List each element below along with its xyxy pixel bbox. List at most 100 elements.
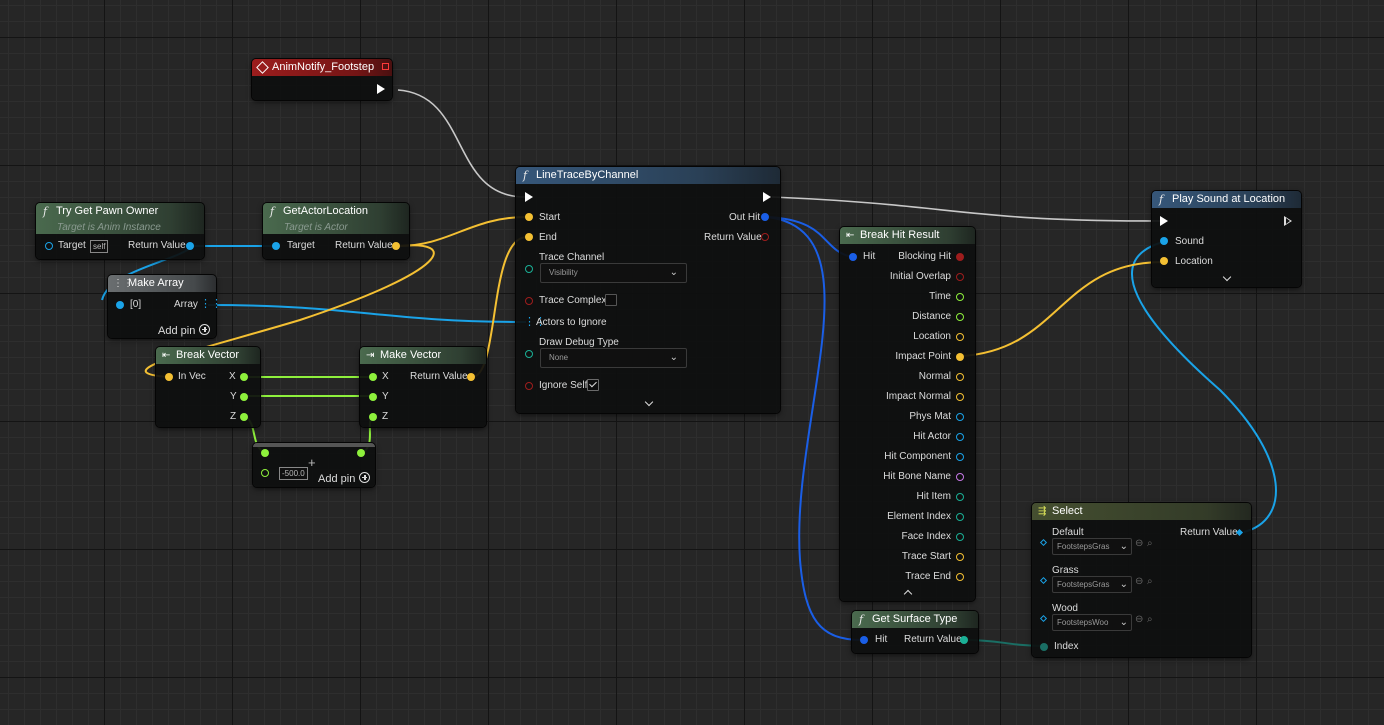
break-vector-node[interactable]: ⇤ Break Vector In Vec X Y Z — [156, 347, 260, 427]
output-pin[interactable] — [956, 433, 964, 441]
output-pin[interactable] — [956, 313, 964, 321]
output-pin[interactable] — [956, 473, 964, 481]
ignore-self-checkbox[interactable] — [587, 379, 599, 391]
output-pin[interactable] — [956, 393, 964, 401]
hit-pin[interactable] — [849, 253, 857, 261]
output-pin[interactable] — [956, 333, 964, 341]
trace-complex-checkbox[interactable] — [605, 294, 617, 306]
node-title: Break Hit Result — [860, 229, 940, 241]
return-value-pin[interactable] — [392, 242, 400, 250]
start-pin[interactable] — [525, 213, 533, 221]
x-pin[interactable] — [240, 373, 248, 381]
get-actor-location-node[interactable]: f GetActorLocation Target is Actor Targe… — [263, 203, 409, 259]
output-pin[interactable] — [956, 513, 964, 521]
output-pin[interactable] — [357, 449, 365, 457]
node-header: f LineTraceByChannel — [516, 167, 780, 184]
x-pin[interactable] — [369, 373, 377, 381]
output-pin[interactable] — [956, 573, 964, 581]
option-asset-picker[interactable]: FootstepsWoo⌄ — [1052, 614, 1132, 631]
sound-pin[interactable] — [1160, 237, 1168, 245]
option-pin[interactable] — [1039, 538, 1048, 547]
y-pin[interactable] — [240, 393, 248, 401]
target-label: Target — [287, 240, 315, 251]
item-0-pin[interactable] — [116, 301, 124, 309]
anim-notify-footstep-node[interactable]: AnimNotify_Footstep — [252, 59, 392, 100]
expand-chevron-icon[interactable] — [1222, 272, 1232, 282]
trace-complex-pin[interactable] — [525, 297, 533, 305]
output-pin[interactable] — [956, 293, 964, 301]
use-asset-icon[interactable]: ⊖ — [1135, 538, 1144, 549]
get-surface-type-node[interactable]: f Get Surface Type Hit Return Value — [852, 611, 978, 653]
output-label: Element Index — [887, 511, 951, 522]
exec-out-pin[interactable] — [377, 84, 385, 94]
use-asset-icon[interactable]: ⊖ — [1135, 614, 1144, 625]
option-pin[interactable] — [1039, 576, 1048, 585]
out-hit-label: Out Hit — [729, 212, 761, 223]
option-asset-picker[interactable]: FootstepsGras⌄ — [1052, 538, 1132, 555]
option-pin[interactable] — [1039, 614, 1048, 623]
option-asset-picker[interactable]: FootstepsGras⌄ — [1052, 576, 1132, 593]
add-pin-button[interactable]: Add pin — [158, 323, 211, 337]
try-get-pawn-owner-node[interactable]: f Try Get Pawn Owner Target is Anim Inst… — [36, 203, 204, 259]
y-label: Y — [382, 391, 389, 402]
index-pin[interactable] — [1040, 643, 1048, 651]
actors-to-ignore-pin[interactable]: ⋮⋮ — [524, 316, 546, 328]
browse-asset-icon[interactable]: ⌕ — [1147, 538, 1153, 549]
output-pin[interactable] — [956, 413, 964, 421]
option-label: Wood — [1052, 603, 1078, 614]
target-pin[interactable] — [45, 242, 53, 250]
z-pin[interactable] — [369, 413, 377, 421]
draw-debug-type-pin[interactable] — [525, 350, 533, 358]
y-pin[interactable] — [369, 393, 377, 401]
return-value-pin[interactable] — [960, 636, 968, 644]
b-value-field[interactable]: -500.0 — [279, 467, 308, 480]
location-pin[interactable] — [1160, 257, 1168, 265]
make-vector-node[interactable]: ⇥ Make Vector X Y Z Return Value — [360, 347, 486, 427]
ignore-self-pin[interactable] — [525, 382, 533, 390]
exec-in-pin[interactable] — [525, 192, 533, 202]
output-pin[interactable] — [956, 453, 964, 461]
delegate-pin-icon[interactable] — [382, 63, 389, 70]
make-icon: ⇥ — [366, 350, 375, 361]
z-pin[interactable] — [240, 413, 248, 421]
output-pin[interactable] — [956, 273, 964, 281]
output-pin[interactable] — [956, 373, 964, 381]
line-trace-by-channel-node[interactable]: f LineTraceByChannel Start Out Hit End R… — [516, 167, 780, 413]
in-vec-pin[interactable] — [165, 373, 173, 381]
browse-asset-icon[interactable]: ⌕ — [1147, 576, 1153, 587]
exec-in-pin[interactable] — [1160, 216, 1168, 226]
target-default[interactable]: self — [90, 240, 109, 253]
exec-out-pin[interactable] — [763, 192, 771, 202]
target-pin[interactable] — [272, 242, 280, 250]
end-pin[interactable] — [525, 233, 533, 241]
draw-debug-type-dropdown[interactable]: None ⌄ — [540, 348, 687, 368]
collapse-chevron-icon[interactable] — [903, 589, 913, 599]
out-hit-pin[interactable] — [761, 213, 769, 221]
browse-asset-icon[interactable]: ⌕ — [1147, 614, 1153, 625]
return-value-label: Return Value — [335, 240, 393, 251]
make-array-node[interactable]: ⋮⋮ Make Array [0] Array ⋮⋮ Add pin — [108, 275, 222, 338]
add-pin-button[interactable]: Add pin — [318, 471, 371, 485]
add-float-node[interactable]: -500.0 + Add pin — [253, 443, 375, 487]
return-value-label: Return Value — [128, 240, 186, 251]
output-pin[interactable] — [956, 553, 964, 561]
play-sound-at-location-node[interactable]: f Play Sound at Location Sound Location — [1152, 191, 1301, 287]
output-pin[interactable] — [956, 493, 964, 501]
expand-chevron-icon[interactable] — [644, 397, 654, 407]
return-value-pin[interactable] — [761, 233, 769, 241]
use-asset-icon[interactable]: ⊖ — [1135, 576, 1144, 587]
return-value-pin[interactable] — [467, 373, 475, 381]
trace-channel-dropdown[interactable]: Visibility ⌄ — [540, 263, 687, 283]
output-pin[interactable] — [956, 533, 964, 541]
output-pin[interactable] — [956, 353, 964, 361]
hit-pin[interactable] — [860, 636, 868, 644]
array-pin-icon[interactable]: ⋮⋮ — [200, 298, 222, 310]
a-pin[interactable] — [261, 449, 269, 457]
output-pin[interactable] — [956, 253, 964, 261]
return-value-pin[interactable] — [186, 242, 194, 250]
add-pin-label: Add pin — [318, 473, 356, 485]
b-pin[interactable] — [261, 469, 269, 477]
trace-channel-pin[interactable] — [525, 265, 533, 273]
